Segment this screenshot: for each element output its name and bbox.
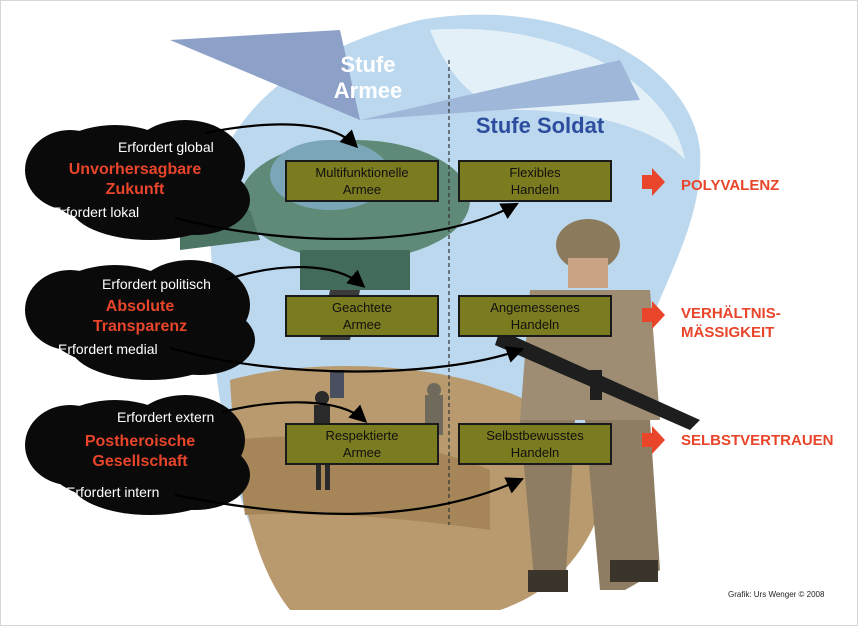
soldier-box-line2: Handeln xyxy=(510,182,560,197)
cloud-3-top-text: Erfordert extern xyxy=(117,409,215,425)
connector-arrows xyxy=(169,123,525,515)
result-selbstvertrauen: SELBSTVERTRAUEN xyxy=(681,431,834,450)
soldier-box-line1: Angemessenes xyxy=(490,300,580,315)
soldier-box-line1: Flexibles xyxy=(509,165,561,180)
result-verhaeltnismaessigkeit: VERHÄLTNIS- MÄSSIGKEIT xyxy=(681,304,781,342)
army-box-line1: Multifunktionelle xyxy=(315,165,409,180)
result-line1: POLYVALENZ xyxy=(681,177,780,194)
cloud-3-bottom-text: Erfordert intern xyxy=(66,484,160,500)
result-line1: SELBSTVERTRAUEN xyxy=(681,432,834,449)
cloud-2-top-text: Erfordert politisch xyxy=(102,276,211,292)
rotor-blade-left xyxy=(170,30,360,120)
result-arrows xyxy=(642,168,665,454)
header-army-line2: Armee xyxy=(333,78,403,103)
header-army-line1: Stufe xyxy=(340,52,396,77)
result-line2: MÄSSIGKEIT xyxy=(681,324,775,341)
cloud-2-title: Absolute Transparenz xyxy=(55,297,225,337)
rotor-blade-right xyxy=(360,60,640,120)
soldier-box-line2: Handeln xyxy=(510,317,560,332)
header-army: Stufe Armee xyxy=(318,52,418,104)
cloud-3-title: Postheroische Gesellschaft xyxy=(55,432,225,472)
army-box-line2: Armee xyxy=(342,445,382,460)
army-box-line2: Armee xyxy=(342,317,382,332)
result-line1: VERHÄLTNIS- xyxy=(681,305,781,322)
header-soldier: Stufe Soldat xyxy=(475,113,605,138)
cloud-2-bottom-text: Erfordert medial xyxy=(58,341,158,357)
cloud-title-line1: Postheroische xyxy=(84,433,196,450)
army-box-line1: Respektierte xyxy=(325,428,399,443)
cloud-1-top-text: Erfordert global xyxy=(118,139,214,155)
army-box-line2: Armee xyxy=(342,182,382,197)
cloud-title-line1: Absolute xyxy=(105,298,175,315)
cloud-title-line2: Transparenz xyxy=(92,318,188,335)
credit-text: Grafik: Urs Wenger © 2008 xyxy=(728,590,825,599)
cloud-title-line1: Unvorhersagbare xyxy=(68,161,202,178)
soldier-box-line1: Selbstbewusstes xyxy=(486,428,584,443)
cloud-1-title: Unvorhersagbare Zukunft xyxy=(50,160,220,200)
soldier-box-line2: Handeln xyxy=(510,445,560,460)
cloud-1-bottom-text: Erfordert lokal xyxy=(52,204,140,220)
army-box-line1: Geachtete xyxy=(332,300,392,315)
cloud-title-line2: Zukunft xyxy=(105,181,165,198)
cloud-title-line2: Gesellschaft xyxy=(92,453,188,470)
result-polyvalenz: POLYVALENZ xyxy=(681,176,779,195)
